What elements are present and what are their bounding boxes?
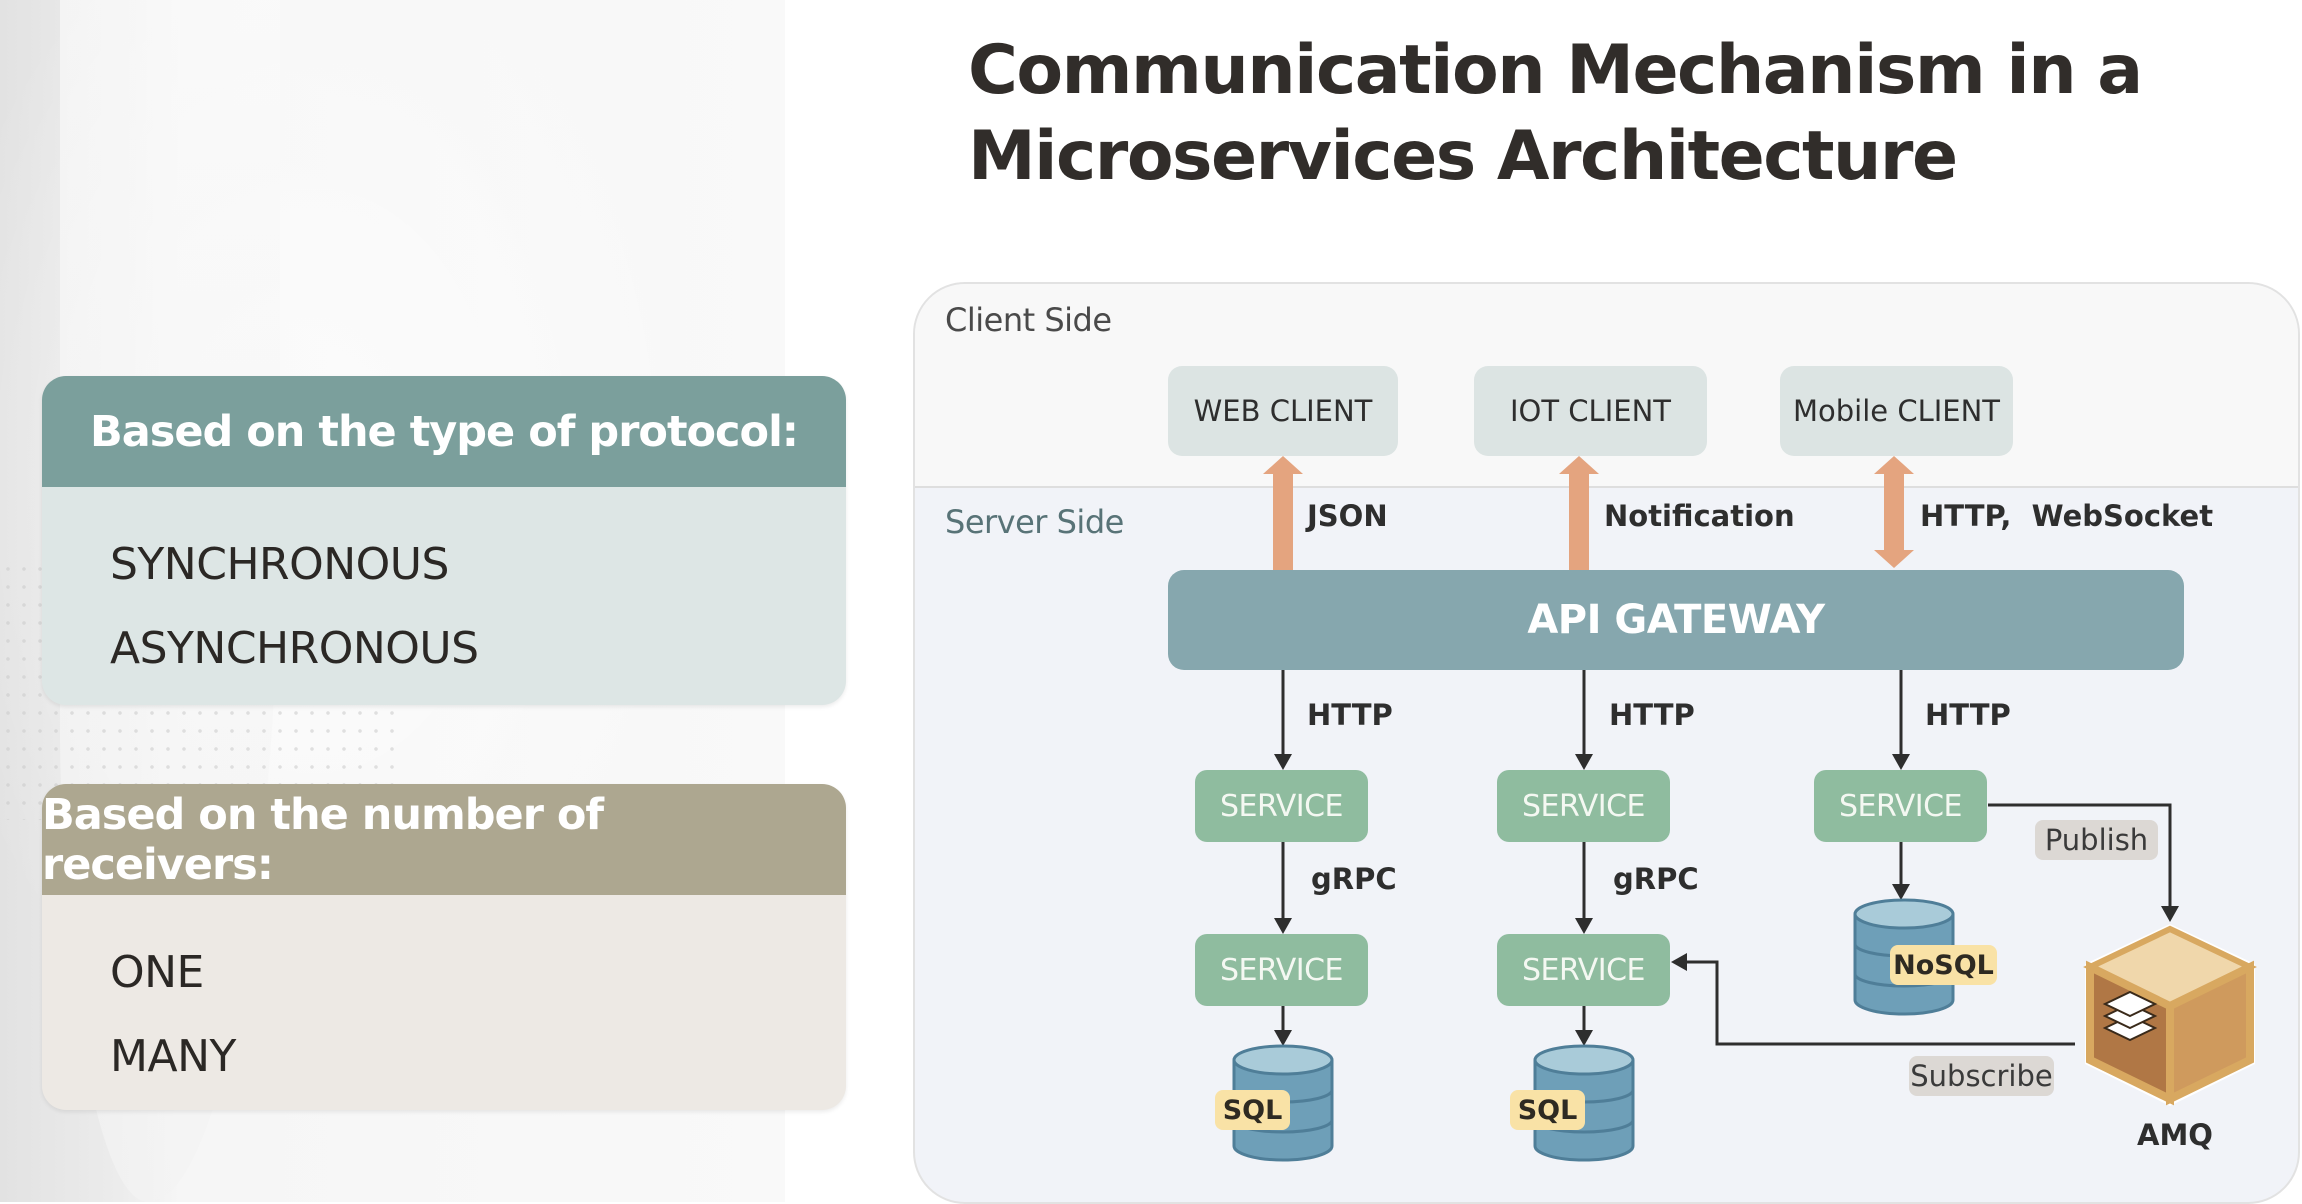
service-box-3: SERVICE bbox=[1814, 770, 1987, 842]
list-item-synchronous: SYNCHRONOUS bbox=[110, 539, 449, 590]
title-line-1: Communication Mechanism in a bbox=[968, 31, 2143, 110]
web-client-box: WEB CLIENT bbox=[1168, 366, 1398, 456]
amq-message-queue-icon bbox=[2083, 924, 2257, 1106]
notification-label: Notification bbox=[1604, 499, 1795, 533]
subscribe-connector bbox=[1685, 960, 2075, 1046]
architecture-diagram: Client Side Server Side WEB CLIENT IOT C… bbox=[913, 282, 2300, 1204]
publish-connector bbox=[1988, 803, 2172, 906]
title-line-2: Microservices Architecture bbox=[968, 117, 1958, 196]
layers-icon bbox=[2102, 990, 2158, 1042]
sql-tag-1: SQL bbox=[1215, 1090, 1290, 1130]
receivers-card: Based on the number of receivers: ONE MA… bbox=[42, 784, 846, 1110]
iot-client-box: IOT CLIENT bbox=[1474, 366, 1707, 456]
http-label-2: HTTP bbox=[1609, 698, 1695, 732]
http-label-3: HTTP bbox=[1925, 698, 2011, 732]
list-item-one: ONE bbox=[110, 947, 204, 998]
grpc-label-2: gRPC bbox=[1613, 862, 1699, 896]
protocol-type-heading: Based on the type of protocol: bbox=[42, 376, 846, 487]
page-title: Communication Mechanism in a Microservic… bbox=[968, 28, 2168, 200]
json-arrow-icon bbox=[1263, 456, 1303, 570]
list-item-many: MANY bbox=[110, 1031, 236, 1082]
client-side-label: Client Side bbox=[945, 301, 1112, 339]
protocol-type-card: Based on the type of protocol: SYNCHRONO… bbox=[42, 376, 846, 705]
server-side-label: Server Side bbox=[945, 503, 1124, 541]
service-box-1: SERVICE bbox=[1195, 770, 1368, 842]
list-item-asynchronous: ASYNCHRONOUS bbox=[110, 623, 479, 674]
service-box-2: SERVICE bbox=[1497, 770, 1670, 842]
publish-tag: Publish bbox=[2035, 820, 2158, 860]
http-label-1: HTTP bbox=[1307, 698, 1393, 732]
service-box-4: SERVICE bbox=[1195, 934, 1368, 1006]
http-websocket-bidirectional-arrow-icon bbox=[1874, 456, 1914, 568]
mobile-client-box: Mobile CLIENT bbox=[1780, 366, 2013, 456]
nosql-tag: NoSQL bbox=[1890, 945, 1997, 985]
api-gateway: API GATEWAY bbox=[1168, 570, 2184, 670]
service-box-5: SERVICE bbox=[1497, 934, 1670, 1006]
connector-layer bbox=[1232, 456, 2257, 1162]
amq-label: AMQ bbox=[2137, 1118, 2213, 1152]
receivers-heading: Based on the number of receivers: bbox=[42, 784, 846, 895]
notification-arrow-icon bbox=[1559, 456, 1599, 570]
json-label: JSON bbox=[1307, 499, 1388, 533]
subscribe-tag: Subscribe bbox=[1909, 1056, 2054, 1096]
sql-tag-2: SQL bbox=[1510, 1090, 1585, 1130]
http-websocket-label: HTTP, WebSocket bbox=[1920, 499, 2214, 533]
grpc-label-1: gRPC bbox=[1311, 862, 1397, 896]
